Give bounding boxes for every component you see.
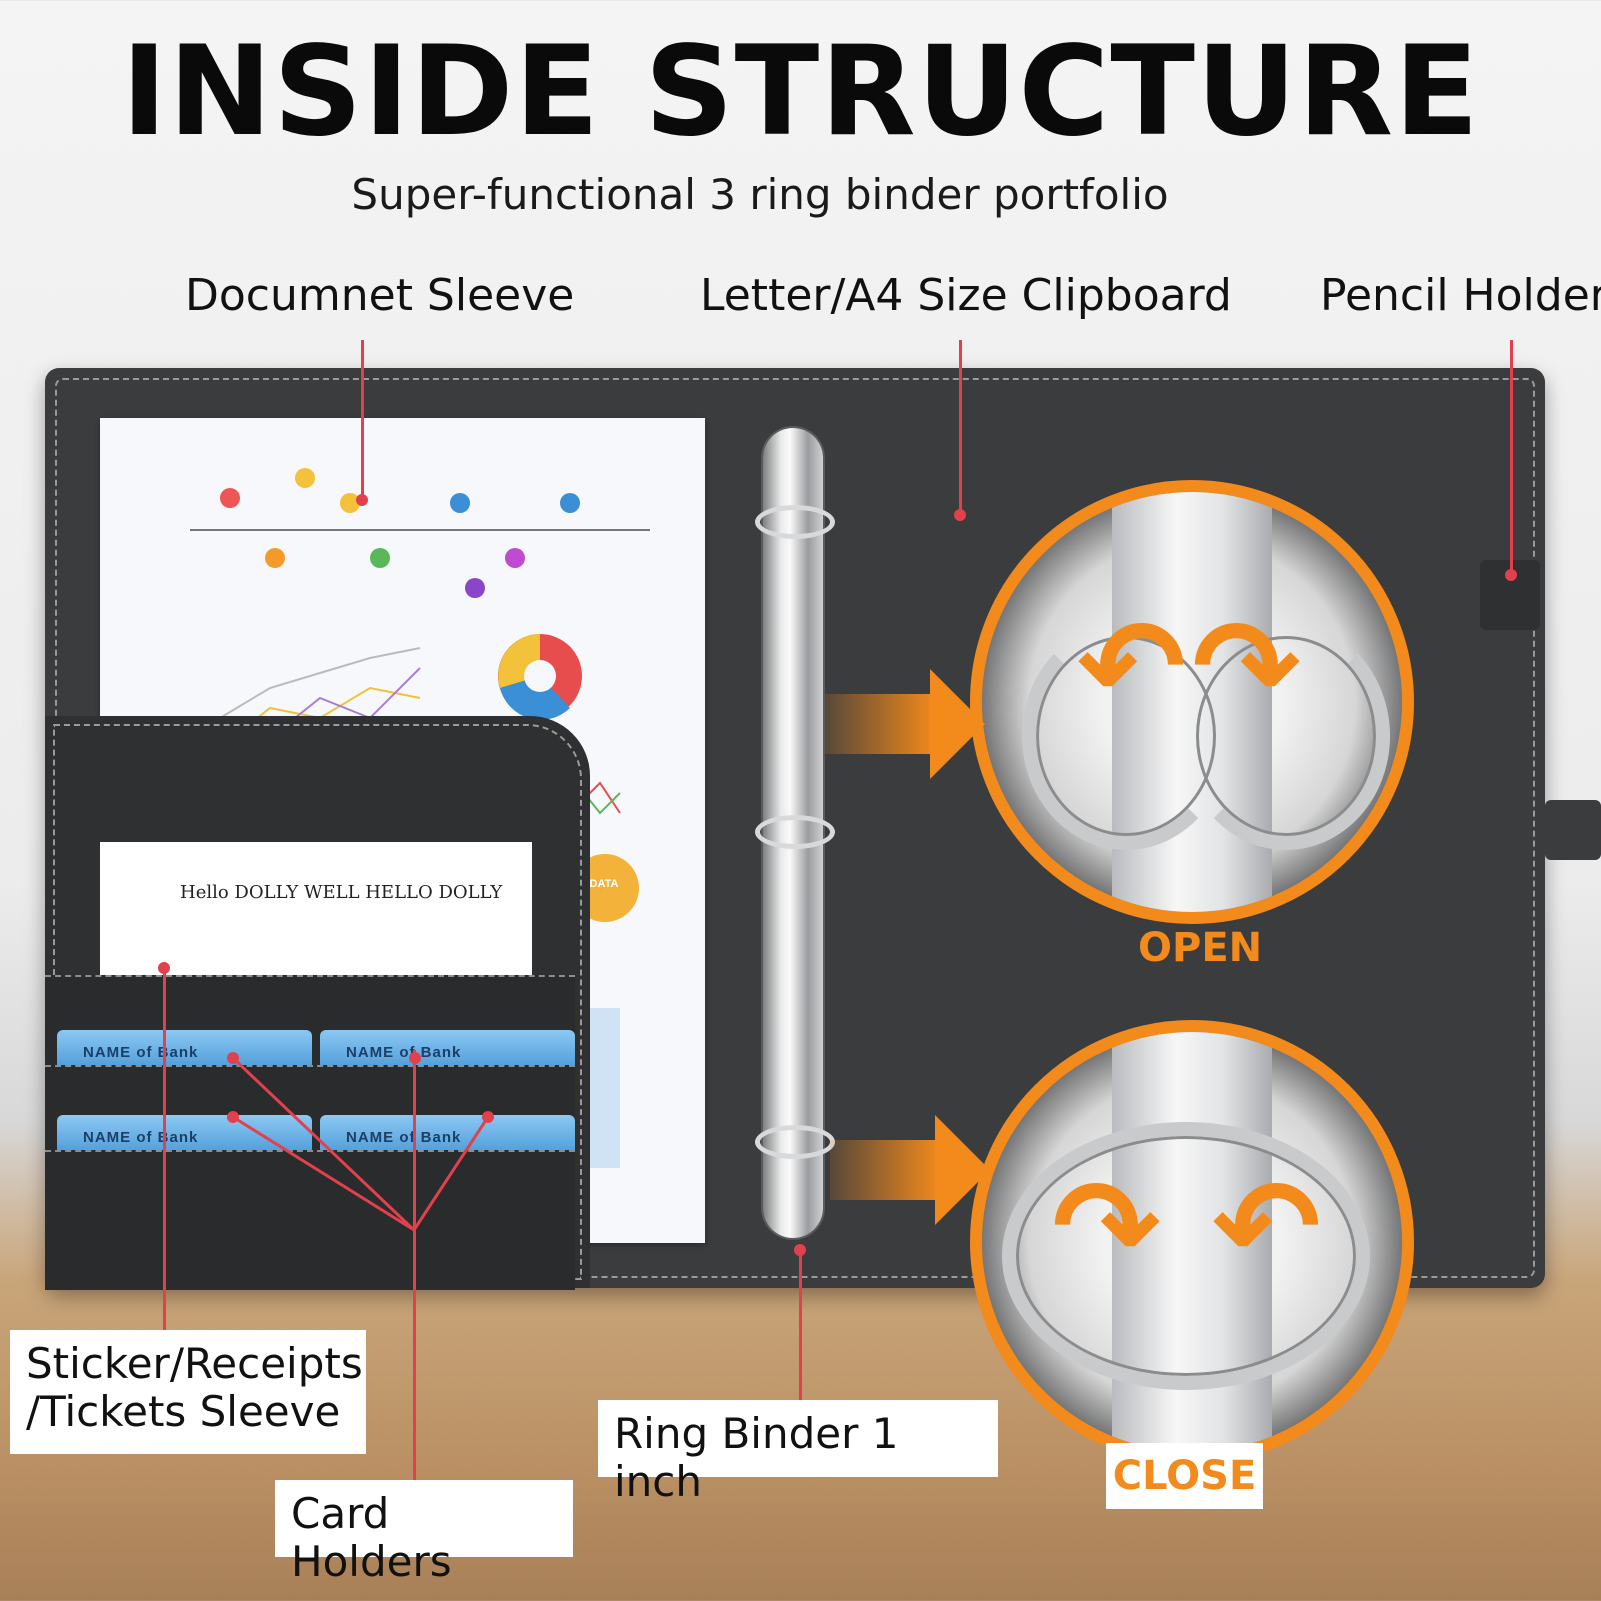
leader-line [959,340,962,515]
bank-card: NAME of Bank [57,1030,312,1070]
label-card-holders: Card Holders [275,1480,573,1586]
leader-dot [158,962,170,974]
arrow-to-open-zoom [825,669,985,779]
label-ring-binder: Ring Binder 1 inch [598,1400,998,1506]
open-arrow-left-icon: ↶ [1077,594,1186,740]
close-arrow-right-icon: ↶ [1212,1154,1321,1300]
leader-dot [954,509,966,521]
leader-line [1510,340,1513,575]
leader-line [413,1050,416,1495]
leader-line [799,1250,802,1400]
leader-line [163,968,166,1330]
label-document-sleeve: Documnet Sleeve [185,270,575,321]
label-clipboard: Letter/A4 Size Clipboard [700,270,1232,321]
page-title: INSIDE STRUCTURE [121,20,1480,164]
leader-dot [794,1244,806,1256]
leader-dot [409,1052,421,1064]
card-slot-edge [45,1065,575,1071]
binder-ring [755,815,835,849]
open-arrow-right-icon: ↷ [1192,594,1301,740]
close-label: CLOSE [1112,1453,1257,1499]
binder-ring [755,505,835,539]
ring-open-zoom: ↶ ↷ [970,480,1414,924]
bank-card: NAME of Bank [57,1115,312,1155]
leader-dot [356,494,368,506]
close-label-box: CLOSE [1106,1443,1263,1509]
leader-line [361,340,364,500]
page-subtitle: Super-functional 3 ring binder portfolio [351,170,1169,219]
bank-card: NAME of Bank [320,1115,575,1155]
open-label: OPEN [1138,925,1263,971]
label-sticker-sleeve-line1: Sticker/Receipts [26,1339,363,1388]
card-slot-edge [45,1150,575,1156]
label-sticker-sleeve-line2: /Tickets Sleeve [26,1387,341,1437]
close-arrow-left-icon: ↷ [1052,1154,1161,1300]
label-pencil-holder: Pencil Holder [1320,270,1601,321]
arrow-to-close-zoom [830,1115,990,1225]
label-sticker-sleeve: Sticker/Receipts /Tickets Sleeve [10,1330,366,1454]
bank-card: NAME of Bank [320,1030,575,1070]
closure-strap [1545,800,1601,860]
leader-dot [1505,569,1517,581]
receipt-note: Hello DOLLY WELL HELLO DOLLY [100,842,532,987]
note-text: Hello DOLLY WELL HELLO DOLLY [180,882,503,903]
